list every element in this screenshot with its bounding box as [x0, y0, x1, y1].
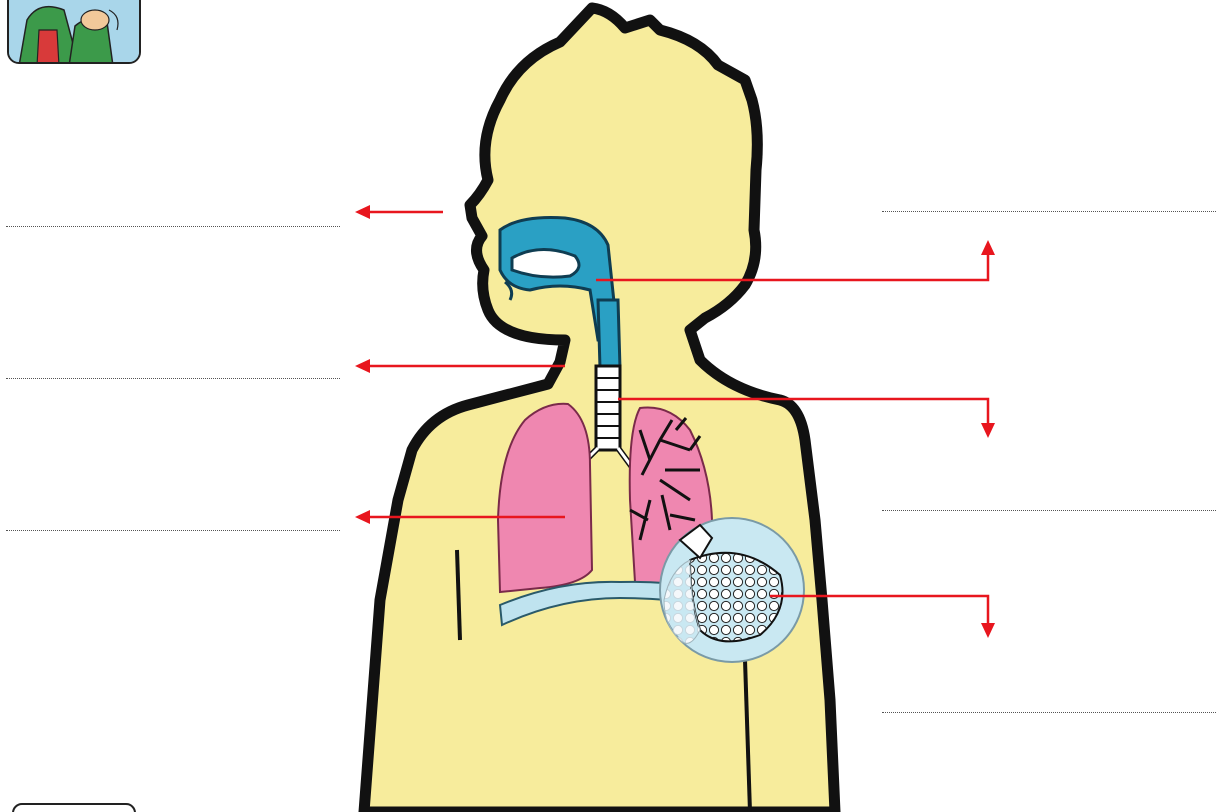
red-arrow-icon [355, 205, 443, 219]
red-arrow-icon [355, 359, 565, 373]
tongue [512, 249, 579, 277]
pharynx [598, 300, 620, 368]
alveoli-magnified [660, 518, 804, 662]
